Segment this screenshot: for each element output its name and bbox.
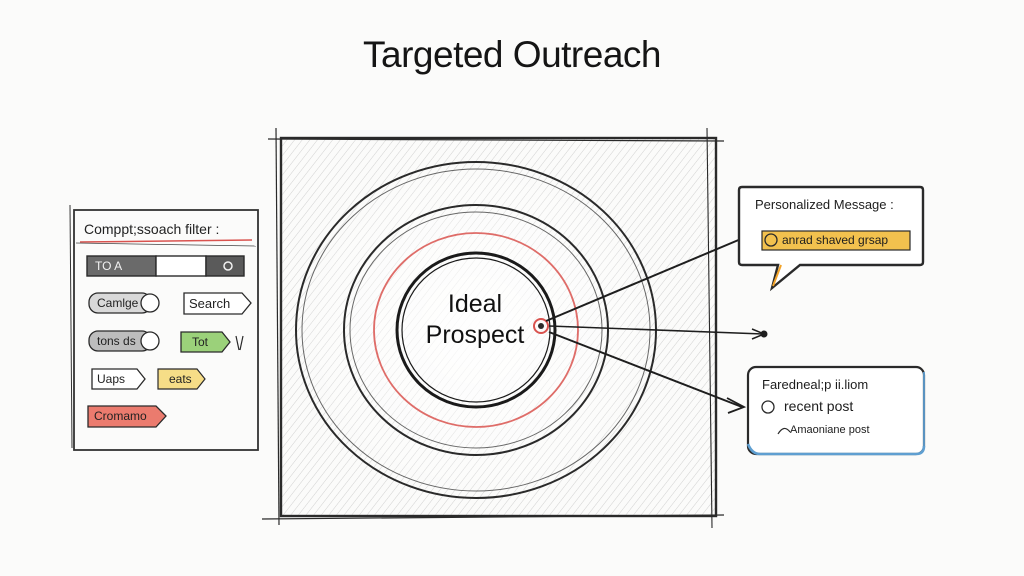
chip-tag-label[interactable]: Tot [192,335,209,349]
diagram-title: Targeted Outreach [363,34,661,75]
search-field-value[interactable]: TO A [95,259,123,273]
post-card-line2: recent post [784,398,854,414]
message-tag-label: anrad shaved grsap [782,233,889,247]
message-title: Personalized Message : [755,197,894,212]
chip-tag [180,331,244,353]
search-button[interactable]: Search [189,296,231,311]
target-label-line1: Ideal [447,290,503,318]
filter-panel-title: Comppt;ssoach filter : [84,221,220,237]
chip-campaign-label[interactable]: Camlge [97,296,139,310]
chip-trends-label[interactable]: tons ds [97,334,136,348]
message-bubble [737,185,925,292]
filter-panel [69,204,259,451]
chip-search [183,292,252,315]
chip-trends [88,330,160,352]
chip-page-label[interactable]: Uaps [97,372,126,386]
chip-eats-label[interactable]: eats [169,372,192,386]
post-card [746,365,926,456]
chip-crimson-label[interactable]: Cromamo [94,409,147,423]
bullseye-dot [533,318,549,334]
chip-page [91,368,146,390]
chip-crimson [87,405,167,428]
target-label-line2: Prospect [425,321,525,349]
post-card-line3: Amaoniane post [790,424,870,436]
search-field [86,255,245,277]
connector-lines [545,231,768,414]
target-center-label: Ideal Prospect [410,289,540,351]
post-card-line1: Faredneal;p ii.liom [762,377,869,392]
chip-eats [157,368,206,390]
chip-campaign [88,292,160,314]
